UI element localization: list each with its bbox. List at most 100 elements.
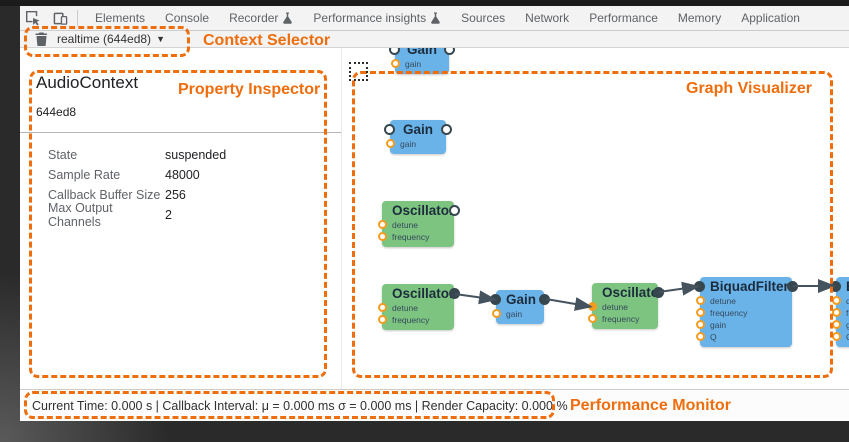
- node-title: BiquadFilter: [836, 277, 849, 295]
- param-gain: gain: [696, 319, 792, 331]
- property-value: 256: [165, 188, 186, 202]
- node-title: BiquadFilter: [710, 279, 789, 294]
- param-frequency: frequency: [378, 314, 454, 326]
- annotation-label-performance-monitor: Performance Monitor: [570, 397, 731, 414]
- param-gain: gain: [386, 138, 446, 150]
- param-Q: Q: [696, 331, 792, 343]
- devtools-tab-recorder[interactable]: Recorder: [219, 6, 303, 30]
- property-label: Sample Rate: [48, 168, 121, 182]
- context-id: 644ed8: [36, 105, 77, 119]
- param-frequency: frequency: [588, 313, 658, 325]
- output-port: [441, 124, 452, 135]
- tab-label: Performance insights: [313, 11, 427, 25]
- input-port: [384, 124, 395, 135]
- toolbar-separator: [77, 10, 78, 26]
- param-detune: detune: [832, 295, 849, 307]
- param-detune: detune: [378, 302, 454, 314]
- performance-status-text: Current Time: 0.000 s | Callback Interva…: [32, 398, 568, 413]
- input-port: [694, 281, 705, 292]
- tab-label: Network: [525, 11, 570, 25]
- inspector-row: Sample Rate 48000: [48, 165, 226, 185]
- property-label: Max Output Channels: [48, 201, 113, 229]
- param-detune: detune: [696, 295, 792, 307]
- param-port: [832, 332, 841, 341]
- tab-label: Application: [741, 11, 800, 25]
- node-title: Gain: [506, 292, 537, 307]
- param-gain: gain: [832, 319, 849, 331]
- param-port: [378, 232, 387, 241]
- param-detune: detune: [588, 301, 658, 313]
- property-value: 2: [165, 208, 172, 222]
- param-gain: gain: [391, 58, 449, 70]
- param-port: [588, 302, 597, 311]
- devtools-tab-application[interactable]: Application: [731, 6, 810, 30]
- property-label: State: [48, 148, 78, 162]
- node-title: Oscillator: [392, 203, 455, 218]
- param-port: [832, 320, 841, 329]
- param-gain: gain: [492, 308, 544, 320]
- input-port: [490, 294, 501, 305]
- param-port: [696, 332, 705, 341]
- devtools-tab-sources[interactable]: Sources: [451, 6, 515, 30]
- inspector-row: Max Output Channels 2: [48, 201, 226, 229]
- output-port: [539, 294, 550, 305]
- chevron-down-icon[interactable]: ▼: [156, 34, 165, 44]
- param-port: [832, 296, 841, 305]
- param-port: [391, 59, 400, 68]
- devtools-tab-bar: Elements Console Recorder Performance insig…: [20, 6, 849, 31]
- property-label: Callback Buffer Size: [48, 188, 161, 202]
- context-selector-toolbar: realtime (644ed8) ▼: [20, 31, 849, 48]
- tab-label: Memory: [677, 11, 722, 25]
- inspect-icon[interactable]: [26, 10, 41, 26]
- param-detune: detune: [378, 219, 454, 231]
- param-frequency: frequency: [378, 231, 454, 243]
- param-port: [696, 308, 705, 317]
- param-port: [386, 139, 395, 148]
- node-title: Gain: [402, 122, 433, 137]
- param-port: [696, 296, 705, 305]
- devtools-tab-performance[interactable]: Performance: [579, 6, 668, 30]
- devtools-tab-elements[interactable]: Elements: [85, 6, 155, 30]
- device-toolbar-icon[interactable]: [53, 11, 68, 26]
- tab-label: Recorder: [229, 11, 279, 25]
- output-port: [449, 288, 460, 299]
- param-port: [588, 314, 597, 323]
- trash-icon[interactable]: [35, 32, 48, 46]
- inspector-divider: [20, 132, 341, 133]
- annotation-corner-marker: [349, 62, 368, 81]
- param-frequency: frequency: [696, 307, 792, 319]
- param-port: [378, 220, 387, 229]
- param-port: [378, 303, 387, 312]
- node-title: Oscillator: [392, 286, 455, 301]
- devtools-tab-memory[interactable]: Memory: [668, 6, 731, 30]
- param-port: [696, 320, 705, 329]
- inspector-row: Callback Buffer Size 256: [48, 185, 226, 205]
- property-value: suspended: [165, 148, 227, 162]
- param-port: [832, 308, 841, 317]
- tab-label: Elements: [95, 11, 146, 25]
- input-port: [830, 281, 841, 292]
- panel-divider: [341, 48, 342, 389]
- param-frequency: frequency: [832, 307, 849, 319]
- annotation-label-property-inspector: Property Inspector: [178, 81, 321, 98]
- devtools-tab-network[interactable]: Network: [515, 6, 579, 30]
- devtools-tab-console[interactable]: Console: [155, 6, 219, 30]
- param-port: [492, 309, 501, 318]
- property-value: 48000: [165, 168, 200, 182]
- output-port: [449, 205, 460, 216]
- performance-status-bar: Current Time: 0.000 s | Callback Interva…: [20, 389, 849, 421]
- context-dropdown[interactable]: realtime (644ed8): [57, 32, 152, 46]
- node-title: Oscillator: [602, 285, 665, 300]
- param-port: [378, 315, 387, 324]
- inspector-row: State suspended: [48, 145, 226, 165]
- devtools-tab-performance-insights[interactable]: Performance insights: [303, 6, 451, 30]
